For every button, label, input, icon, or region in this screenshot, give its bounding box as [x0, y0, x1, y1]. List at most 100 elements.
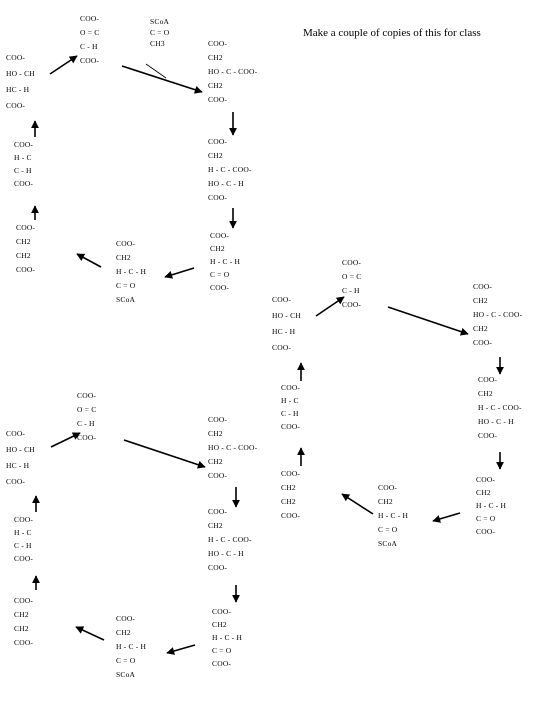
structure-line: COO- — [342, 300, 362, 309]
structure-line: COO- — [208, 563, 228, 572]
structure-line: COO- — [6, 477, 26, 486]
structure-line: C = O — [210, 270, 230, 279]
structure-line: H - C — [14, 153, 32, 162]
structure-line: COO- — [116, 614, 136, 623]
structure-line: CH2 — [212, 620, 227, 629]
structure-line: HO - CH — [272, 311, 301, 320]
structure-line: H - C - COO- — [208, 535, 252, 544]
structure-line: H - C - COO- — [208, 165, 252, 174]
structure-line: CH2 — [208, 151, 223, 160]
structure-line: COO- — [281, 383, 301, 392]
structure-line: HC - H — [6, 85, 30, 94]
structure-line: CH2 — [473, 296, 488, 305]
structure-line: C - H — [14, 166, 32, 175]
structure-line: CH2 — [16, 237, 31, 246]
structure-line: H - C - COO- — [478, 403, 522, 412]
structure-line: COO- — [16, 265, 36, 274]
structure-line: H - C — [14, 528, 32, 537]
structure-line: COO- — [208, 471, 228, 480]
structure-line: CH2 — [478, 389, 493, 398]
structure-line: CH2 — [208, 521, 223, 530]
reaction-arrow — [166, 644, 196, 655]
structure-line: HO - C - H — [478, 417, 514, 426]
structure-line: C = O — [150, 28, 170, 37]
structure-line: C - H — [80, 42, 98, 51]
reaction-arrow — [341, 493, 374, 515]
structure-line: CH2 — [210, 244, 225, 253]
structure-line: C = O — [476, 514, 496, 523]
structure-line: CH2 — [473, 324, 488, 333]
structure-line: COO- — [478, 375, 498, 384]
structure-line: O = C — [342, 272, 362, 281]
structure-line: HO - C - COO- — [473, 310, 523, 319]
structure-line: COO- — [476, 527, 496, 536]
structure-line: H - C - H — [212, 633, 243, 642]
structure-line: COO- — [208, 95, 228, 104]
structure-line: COO- — [80, 56, 100, 65]
structure-line: CH2 — [116, 628, 131, 637]
structure-line: COO- — [208, 507, 228, 516]
reaction-arrow — [164, 267, 195, 279]
structure-line: HO - CH — [6, 69, 35, 78]
structure-line: COO- — [14, 515, 34, 524]
structure-line: COO- — [6, 53, 26, 62]
structure-line: SCoA — [150, 17, 170, 26]
structure-line: HO - C - COO- — [208, 443, 258, 452]
reaction-arrow — [50, 432, 81, 448]
structure-line: CH2 — [14, 624, 29, 633]
structure-line: H - C — [281, 396, 299, 405]
structure-line: H - C - H — [116, 267, 147, 276]
reaction-arrow — [76, 253, 102, 268]
structure-line: SCoA — [116, 295, 136, 304]
structure-line: HC - H — [272, 327, 296, 336]
structure-line: COO- — [208, 39, 228, 48]
structure-line: H - C - H — [476, 501, 507, 510]
structure-line: COO- — [6, 101, 26, 110]
structure-line: CH2 — [16, 251, 31, 260]
reaction-arrow — [75, 626, 105, 641]
structure-line: COO- — [476, 475, 496, 484]
structure-line: HC - H — [6, 461, 30, 470]
structure-line: C = O — [212, 646, 232, 655]
structure-line: H - C - H — [116, 642, 147, 651]
structure-line: HO - C - H — [208, 549, 244, 558]
reaction-arrow — [49, 55, 78, 75]
structure-line: CH2 — [281, 497, 296, 506]
reaction-arrow — [315, 296, 345, 317]
structure-line: C - H — [342, 286, 360, 295]
structure-line: CH2 — [208, 457, 223, 466]
structure-line: CH2 — [281, 483, 296, 492]
structure-line: COO- — [208, 415, 228, 424]
structure-line: COO- — [212, 607, 232, 616]
structure-line: COO- — [342, 258, 362, 267]
structure-line: O = C — [77, 405, 97, 414]
structure-line: COO- — [208, 137, 228, 146]
structure-line: COO- — [208, 193, 228, 202]
structure-line: COO- — [272, 343, 292, 352]
structure-line: CH2 — [208, 53, 223, 62]
structure-line: CH2 — [14, 610, 29, 619]
structure-line: COO- — [116, 239, 136, 248]
structure-line: CH2 — [476, 488, 491, 497]
reaction-arrow — [432, 512, 461, 523]
structure-line: H - C - H — [378, 511, 409, 520]
structure-line: CH3 — [150, 39, 165, 48]
structure-line: HO - C - COO- — [208, 67, 258, 76]
structure-line: COO- — [80, 14, 100, 23]
structure-line: C - H — [281, 409, 299, 418]
structure-line: COO- — [272, 295, 292, 304]
structure-line: COO- — [378, 483, 398, 492]
structure-line: COO- — [14, 638, 34, 647]
structure-line: COO- — [281, 469, 301, 478]
structure-line: H - C - H — [210, 257, 241, 266]
structure-line: C - H — [14, 541, 32, 550]
structure-line: C = O — [116, 656, 136, 665]
structure-line: COO- — [212, 659, 232, 668]
structure-line: COO- — [478, 431, 498, 440]
acetyl-coa-entry-line — [145, 63, 167, 79]
structure-line: SCoA — [116, 670, 136, 679]
structure-line: COO- — [14, 179, 34, 188]
structure-line: COO- — [6, 429, 26, 438]
